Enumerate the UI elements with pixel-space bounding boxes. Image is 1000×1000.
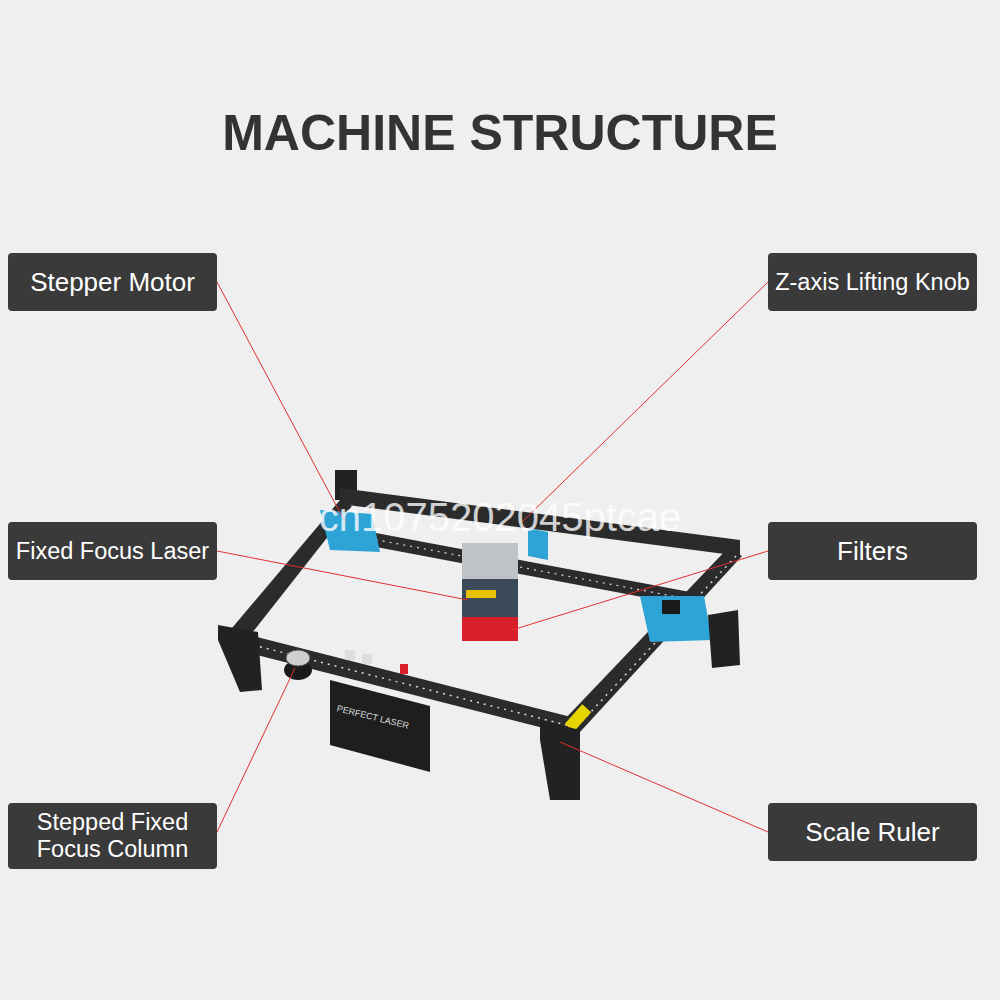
callout-box: Fixed Focus Laser (8, 522, 217, 580)
right-carriage (640, 596, 712, 642)
callout-box: Filters (768, 522, 977, 580)
laser-mount (528, 528, 548, 560)
callout-text: Filters (837, 538, 908, 565)
laser-sticker (466, 590, 496, 598)
callout-text: Fixed Focus Laser (16, 538, 209, 565)
right-motor (662, 600, 680, 614)
leader-line (560, 742, 768, 832)
front-left-leg (218, 625, 262, 692)
front-right-leg (540, 720, 580, 800)
front-rail (222, 628, 575, 736)
leader-line (512, 551, 768, 630)
callout-text: Scale Ruler (805, 819, 939, 846)
callout-text: Z-axis Lifting Knob (775, 269, 970, 296)
right-leg (708, 610, 740, 668)
title: MACHINE STRUCTURE (0, 104, 1000, 162)
switch (400, 664, 408, 674)
callout-box: Stepper Motor (8, 253, 217, 311)
left-carriage (320, 510, 380, 552)
laser-body (462, 579, 518, 617)
focus-column-top (286, 650, 310, 666)
callout-box: Scale Ruler (768, 803, 977, 861)
leader-line (217, 668, 295, 832)
laser-filter (462, 617, 518, 641)
laser-fan-top (462, 543, 518, 579)
button (345, 650, 355, 660)
leader-line (217, 282, 345, 522)
callout-box: Stepped Fixed Focus Column (8, 803, 217, 869)
callout-text: Stepper Motor (30, 269, 195, 296)
callout-text: Stepped Fixed Focus Column (8, 809, 217, 863)
gantry-beam (360, 530, 690, 606)
leader-line (217, 551, 468, 600)
callout-box: Z-axis Lifting Knob (768, 253, 977, 311)
button (362, 654, 372, 664)
gantry-scale (362, 537, 688, 599)
leader-line (522, 282, 768, 522)
control-box (330, 680, 430, 772)
